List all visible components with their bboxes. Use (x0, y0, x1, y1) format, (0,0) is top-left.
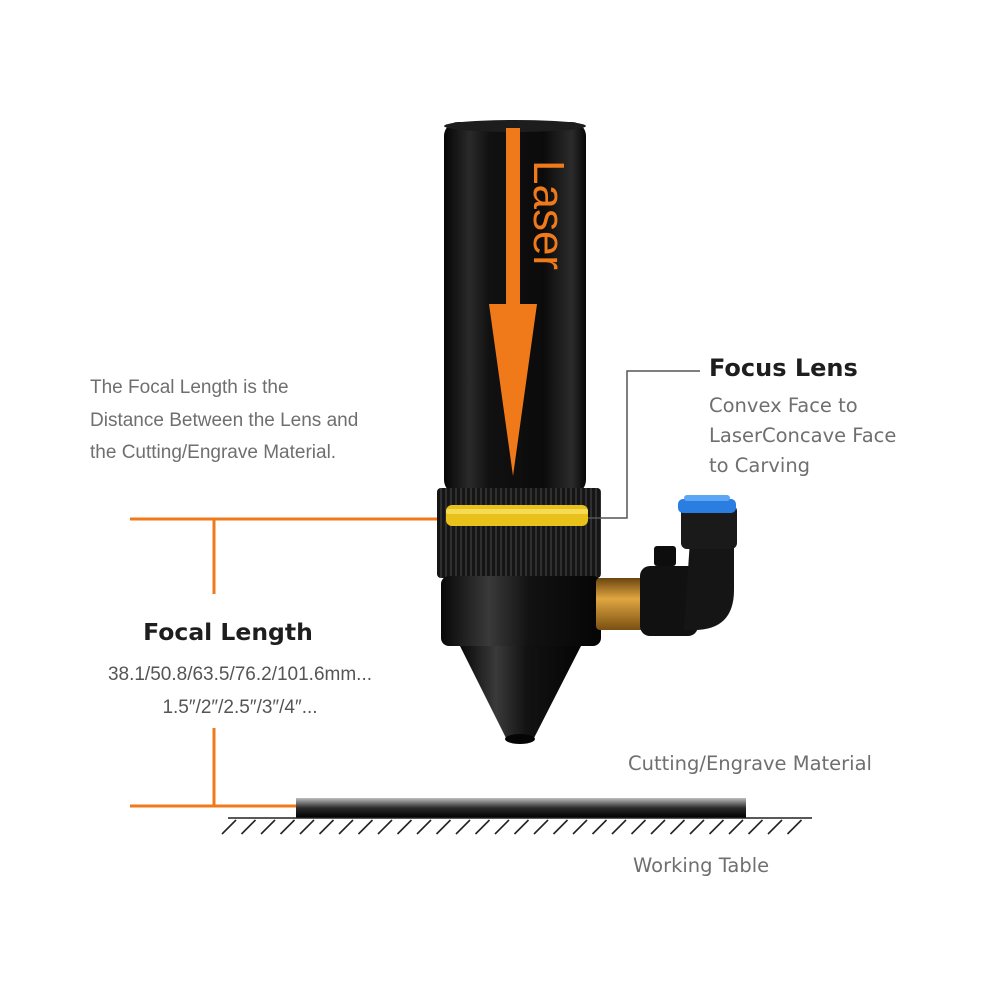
hatch-mark (279, 819, 296, 835)
hatch-mark (221, 819, 237, 835)
hatch-mark (630, 819, 647, 835)
focal-length-dimension (130, 517, 440, 808)
hatch-mark (552, 819, 569, 835)
air-fitting-icon (596, 495, 737, 636)
focus-lens-line: LaserConcave Face (709, 424, 897, 447)
hatch-mark (416, 819, 432, 835)
hatch-mark (591, 819, 608, 835)
hatch-mark (747, 819, 764, 835)
description-line: Distance Between the Lens and (90, 409, 359, 431)
hatch-mark (299, 819, 315, 835)
focal-length-title: Focal Length (143, 618, 313, 646)
hatch-mark (669, 819, 686, 835)
hatch-mark (435, 819, 452, 835)
hatch-mark (455, 819, 471, 835)
working-table-label: Working Table (633, 854, 770, 877)
hatch-mark (494, 819, 510, 835)
hatch-mark (357, 819, 374, 835)
hatch-mark (260, 819, 276, 835)
material-plate (296, 798, 746, 818)
hatch-mark (318, 819, 335, 835)
hatch-mark (611, 819, 627, 835)
focus-lens-title: Focus Lens (709, 354, 858, 382)
table-hatch-icon (221, 817, 812, 835)
focal-length-values: 38.1/50.8/63.5/76.2/101.6mm... 1.5″/2″/2… (40, 658, 440, 724)
description-line: The Focal Length is the (90, 377, 289, 398)
material-label: Cutting/Engrave Material (628, 752, 872, 775)
focal-length-description: The Focal Length is the Distance Between… (90, 372, 430, 470)
hatch-mark (240, 819, 257, 835)
hatch-mark (786, 819, 803, 835)
focal-length-inches: 1.5″/2″/2.5″/3″/4″... (162, 697, 318, 718)
hatch-mark (533, 819, 549, 835)
hatch-mark (377, 819, 393, 835)
description-line: the Cutting/Engrave Material. (90, 442, 337, 463)
focus-lens-line: to Carving (709, 454, 811, 477)
hatch-mark (572, 819, 588, 835)
focus-lens-line: Convex Face to (709, 394, 858, 417)
laser-arrow-icon (489, 128, 537, 476)
hatch-mark (338, 819, 354, 835)
hatch-mark (650, 819, 666, 835)
hatch-mark (767, 819, 783, 835)
hatch-mark (708, 819, 725, 835)
focal-length-mm: 38.1/50.8/63.5/76.2/101.6mm... (107, 664, 373, 685)
hatch-mark (689, 819, 705, 835)
hatch-mark (396, 819, 413, 835)
hatch-mark (513, 819, 530, 835)
hatch-mark (728, 819, 744, 835)
focus-lens-leader (588, 370, 700, 519)
laser-label: Laser (524, 160, 573, 270)
focus-lens-description: Convex Face to LaserConcave Face to Carv… (709, 391, 896, 481)
hatch-mark (474, 819, 491, 835)
